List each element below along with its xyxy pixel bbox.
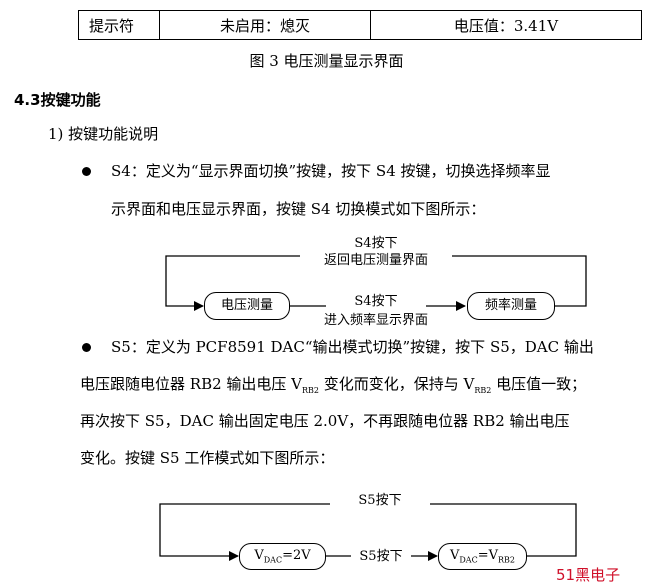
s5-line-1: S5：定义为 PCF8591 DAC“输出模式切换”按键，按下 S5，DAC 输…: [111, 338, 594, 356]
bullet-icon: [82, 167, 91, 176]
s5-line-4: 变化。按键 S5 工作模式如下图所示：: [80, 449, 335, 467]
node-text: =V: [477, 548, 498, 563]
status-table: 提示符 未启用：熄灭 电压值：3.41V: [78, 10, 642, 40]
diagram2-mid-label: S5按下: [351, 545, 411, 564]
s5-line-2-sub: RB2: [474, 386, 492, 395]
diagram1-mid-label-2: 进入频率显示界面: [323, 313, 428, 328]
node-text: V: [254, 548, 264, 563]
node-frequency-measure: 频率测量: [467, 292, 555, 320]
node-sub: DAC: [263, 555, 283, 565]
table-cell: 电压值：3.41V: [370, 10, 642, 40]
figure-caption: 图 3 电压测量显示界面: [249, 52, 404, 70]
list-item-heading: 1) 按键功能说明: [48, 125, 159, 143]
node-sub: RB2: [497, 555, 515, 565]
s5-line-3: 再次按下 S5，DAC 输出固定电压 2.0V，不再跟随电位器 RB2 输出电压: [80, 412, 570, 430]
s5-line-2: 电压跟随电位器 RB2 输出电压 VRB2 变化而变化，保持与 VRB2 电压值…: [80, 367, 586, 408]
node-text: V: [450, 548, 460, 563]
diagram1-top-label-2: 返回电压测量界面: [300, 249, 452, 268]
node-sub: DAC: [459, 555, 478, 565]
s5-line-2-sub: RB2: [302, 386, 319, 395]
table-row: 提示符 未启用：熄灭 电压值：3.41V: [78, 10, 642, 40]
diagram1-top-label-1: S4按下: [326, 232, 426, 251]
node-vdac-vrb2: VDAC=VRB2: [438, 543, 527, 570]
node-text: =2V: [282, 548, 311, 563]
table-cell: 提示符: [78, 10, 160, 40]
bullet-icon: [82, 343, 91, 352]
node-voltage-measure: 电压测量: [204, 292, 290, 320]
section-heading: 4.3按键功能: [14, 91, 101, 109]
diagram1-mid-label-1: S4按下: [326, 290, 426, 309]
s4-line-2: 示界面和电压显示界面，按键 S4 切换模式如下图所示：: [111, 200, 486, 218]
table-cell: 未启用：熄灭: [159, 10, 371, 40]
watermark-logo: 51黑电子: [556, 566, 621, 584]
s5-line-2-part: 电压值一致；: [491, 375, 587, 393]
s5-line-2-part: 变化而变化，保持与 V: [319, 375, 475, 393]
s5-line-2-part: 电压跟随电位器 RB2 输出电压 V: [80, 375, 302, 393]
node-vdac-2v: VDAC=2V: [239, 543, 326, 570]
diagram2-top-label: S5按下: [330, 489, 430, 508]
s4-line-1: S4：定义为“显示界面切换”按键，按下 S4 按键，切换选择频率显: [111, 162, 551, 180]
